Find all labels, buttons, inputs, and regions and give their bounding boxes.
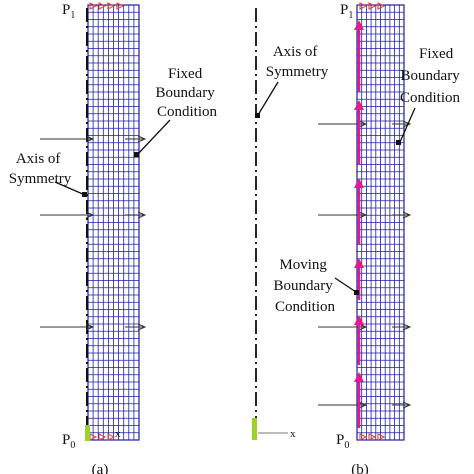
fixed-bc-dot-a xyxy=(134,152,139,157)
panel-b: x P1 P0 Axis of Symmetry Fixed Boundary … xyxy=(252,2,463,474)
p1-marker-a xyxy=(89,2,98,10)
load-arrows-a xyxy=(40,135,147,331)
panel-a: x P1 P0 Fixed Boundary Condition Axis of… xyxy=(9,2,219,474)
p1-marker-b xyxy=(368,2,377,10)
axis-label-dot-b xyxy=(255,113,260,118)
p0-markers-b xyxy=(359,433,386,441)
fixed-bc-leader-b xyxy=(399,107,416,143)
p1-marker-a xyxy=(116,2,125,10)
load-arrow-b-right-head xyxy=(402,211,412,219)
axis-label-leader-b xyxy=(257,81,279,116)
load-arrow-b-head xyxy=(358,211,368,219)
moving-bc-dot-b xyxy=(354,290,359,295)
moving-boundary-arrow-head xyxy=(354,315,364,325)
p1-markers-b xyxy=(359,2,386,10)
moving-boundary-arrow-head xyxy=(354,178,364,188)
load-arrow-a-right-head xyxy=(137,211,147,219)
fixed-bc-leader-a xyxy=(136,119,171,156)
p0-marker-b xyxy=(359,433,368,441)
load-arrow-a-head xyxy=(85,323,95,331)
load-arrow-b-head xyxy=(358,120,368,128)
fixed-bc-dot-b xyxy=(396,140,401,145)
p1-marker-b xyxy=(377,2,386,10)
load-arrow-b-head xyxy=(358,401,368,409)
coord-x-glyph-a: x xyxy=(115,428,121,440)
p1-marker-a xyxy=(107,2,116,10)
axis-label-dot-a xyxy=(82,192,87,197)
fixed-bc-label-a: Fixed Boundary Condition xyxy=(156,66,219,120)
moving-boundary-arrow-head xyxy=(354,100,364,110)
load-arrow-b-right-head xyxy=(402,401,412,409)
moving-boundary-arrows-b xyxy=(354,20,364,428)
axis-label-leader-a xyxy=(54,181,86,196)
load-arrow-b-right-head xyxy=(402,323,412,331)
panel-label-a: (a) xyxy=(92,462,109,474)
panel-label-b: (b) xyxy=(351,462,369,474)
p1-label-a: P1 xyxy=(62,2,75,21)
p0-label-b: P0 xyxy=(336,432,349,451)
p0-marker-a xyxy=(98,433,107,441)
p1-marker-b xyxy=(359,2,368,10)
mesh-grid-a xyxy=(87,4,140,441)
support-marker-a xyxy=(85,425,90,441)
p0-marker-a xyxy=(107,433,116,441)
axis-label-b: Axis of Symmetry xyxy=(266,44,329,80)
load-arrow-a-right-head xyxy=(137,135,147,143)
moving-bc-label-b: Moving Boundary Condition xyxy=(274,257,337,315)
fixed-bc-label-b: Fixed Boundary Condition xyxy=(400,46,463,106)
p0-marker-b xyxy=(368,433,377,441)
load-arrow-b-right-head xyxy=(402,120,412,128)
p1-marker-a xyxy=(98,2,107,10)
p1-label-b: P1 xyxy=(340,2,353,21)
support-marker-b xyxy=(252,418,257,440)
moving-boundary-arrow-head xyxy=(354,20,364,30)
p0-label-a: P0 xyxy=(62,432,75,451)
load-arrow-a-head xyxy=(85,135,95,143)
mesh-grid-b xyxy=(356,4,405,441)
moving-bc-leader-b xyxy=(334,277,357,293)
p0-marker-b xyxy=(377,433,386,441)
load-arrow-a-head xyxy=(85,211,95,219)
p1-markers-a xyxy=(89,2,125,10)
moving-boundary-arrow-head xyxy=(354,258,364,268)
coord-x-glyph-b: x xyxy=(290,428,296,440)
axis-label-a: Axis of Symmetry xyxy=(9,151,72,187)
load-arrow-a-right-head xyxy=(137,323,147,331)
moving-boundary-arrow-head xyxy=(354,372,364,382)
